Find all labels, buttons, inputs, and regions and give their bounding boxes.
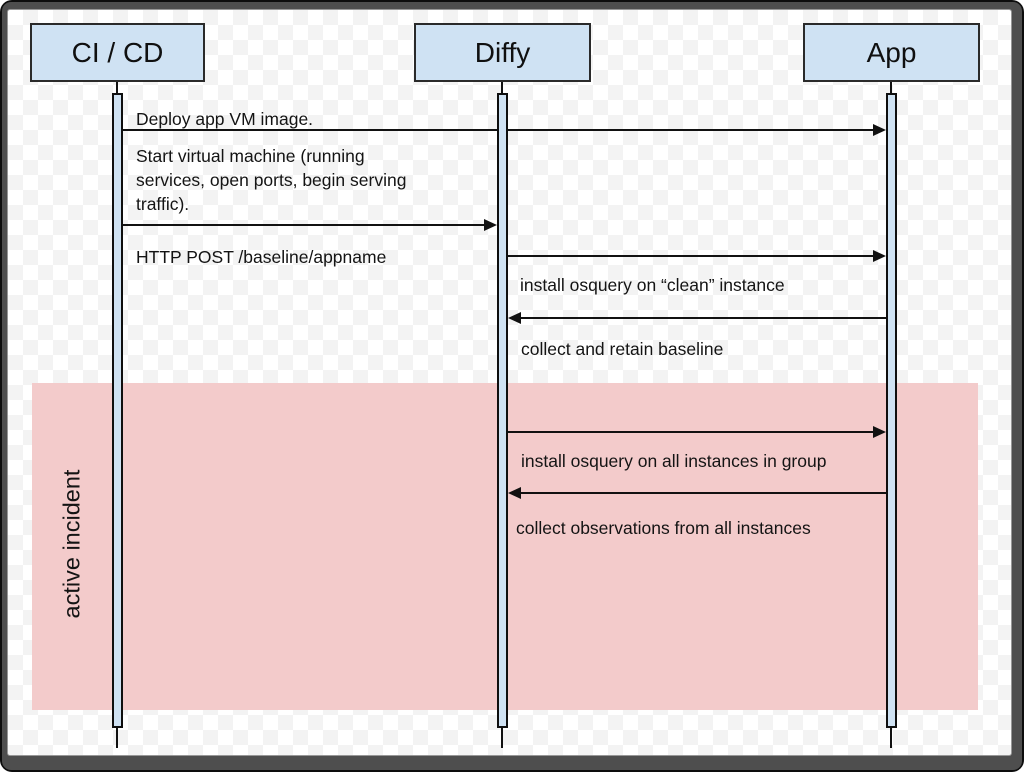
arrowhead-right-icon (873, 426, 886, 438)
actor-box-app: App (803, 23, 980, 82)
activation-bar-cicd (112, 93, 123, 728)
lifeline-tail-cicd (116, 728, 118, 748)
actor-box-diffy: Diffy (414, 23, 591, 82)
arrowhead-left-icon (508, 312, 521, 324)
message-label-collect-observations: collect observations from all instances (516, 518, 811, 538)
message-arrow-install-osquery-group (508, 431, 873, 433)
incident-band-label: active incident (58, 469, 85, 619)
message-label-install-osquery-clean: install osquery on “clean” instance (520, 275, 785, 295)
actor-label-cicd: CI / CD (71, 36, 164, 68)
arrowhead-right-icon (484, 219, 497, 231)
arrowhead-right-icon (873, 124, 886, 136)
message-label-http-post: HTTP POST /baseline/appname (136, 247, 387, 267)
message-label-install-osquery-group: install osquery on all instances in grou… (521, 451, 827, 471)
message-arrow-collect-baseline (521, 317, 886, 319)
lifeline-connector-diffy (501, 82, 503, 93)
activation-bar-app (886, 93, 897, 728)
message-label-start-vm: Start virtual machine (running services,… (136, 146, 407, 214)
lifeline-tail-app (890, 728, 892, 748)
actor-box-cicd: CI / CD (30, 23, 205, 82)
actor-label-app: App (866, 36, 917, 68)
activation-bar-diffy (497, 93, 508, 728)
message-label-deploy-vm: Deploy app VM image. (136, 109, 314, 129)
lifeline-connector-app (890, 82, 892, 93)
arrowhead-left-icon (508, 487, 521, 499)
arrowhead-right-icon (873, 250, 886, 262)
message-arrow-start-vm (123, 224, 484, 226)
lifeline-tail-diffy (501, 728, 503, 748)
lifeline-connector-cicd (116, 82, 118, 93)
message-label-collect-baseline: collect and retain baseline (521, 339, 724, 359)
message-arrow-http-post (508, 255, 873, 257)
diagram-canvas: active incident CI / CD Diffy App (8, 10, 1011, 755)
message-arrow-collect-observations (521, 492, 886, 494)
actor-label-diffy: Diffy (474, 36, 531, 68)
